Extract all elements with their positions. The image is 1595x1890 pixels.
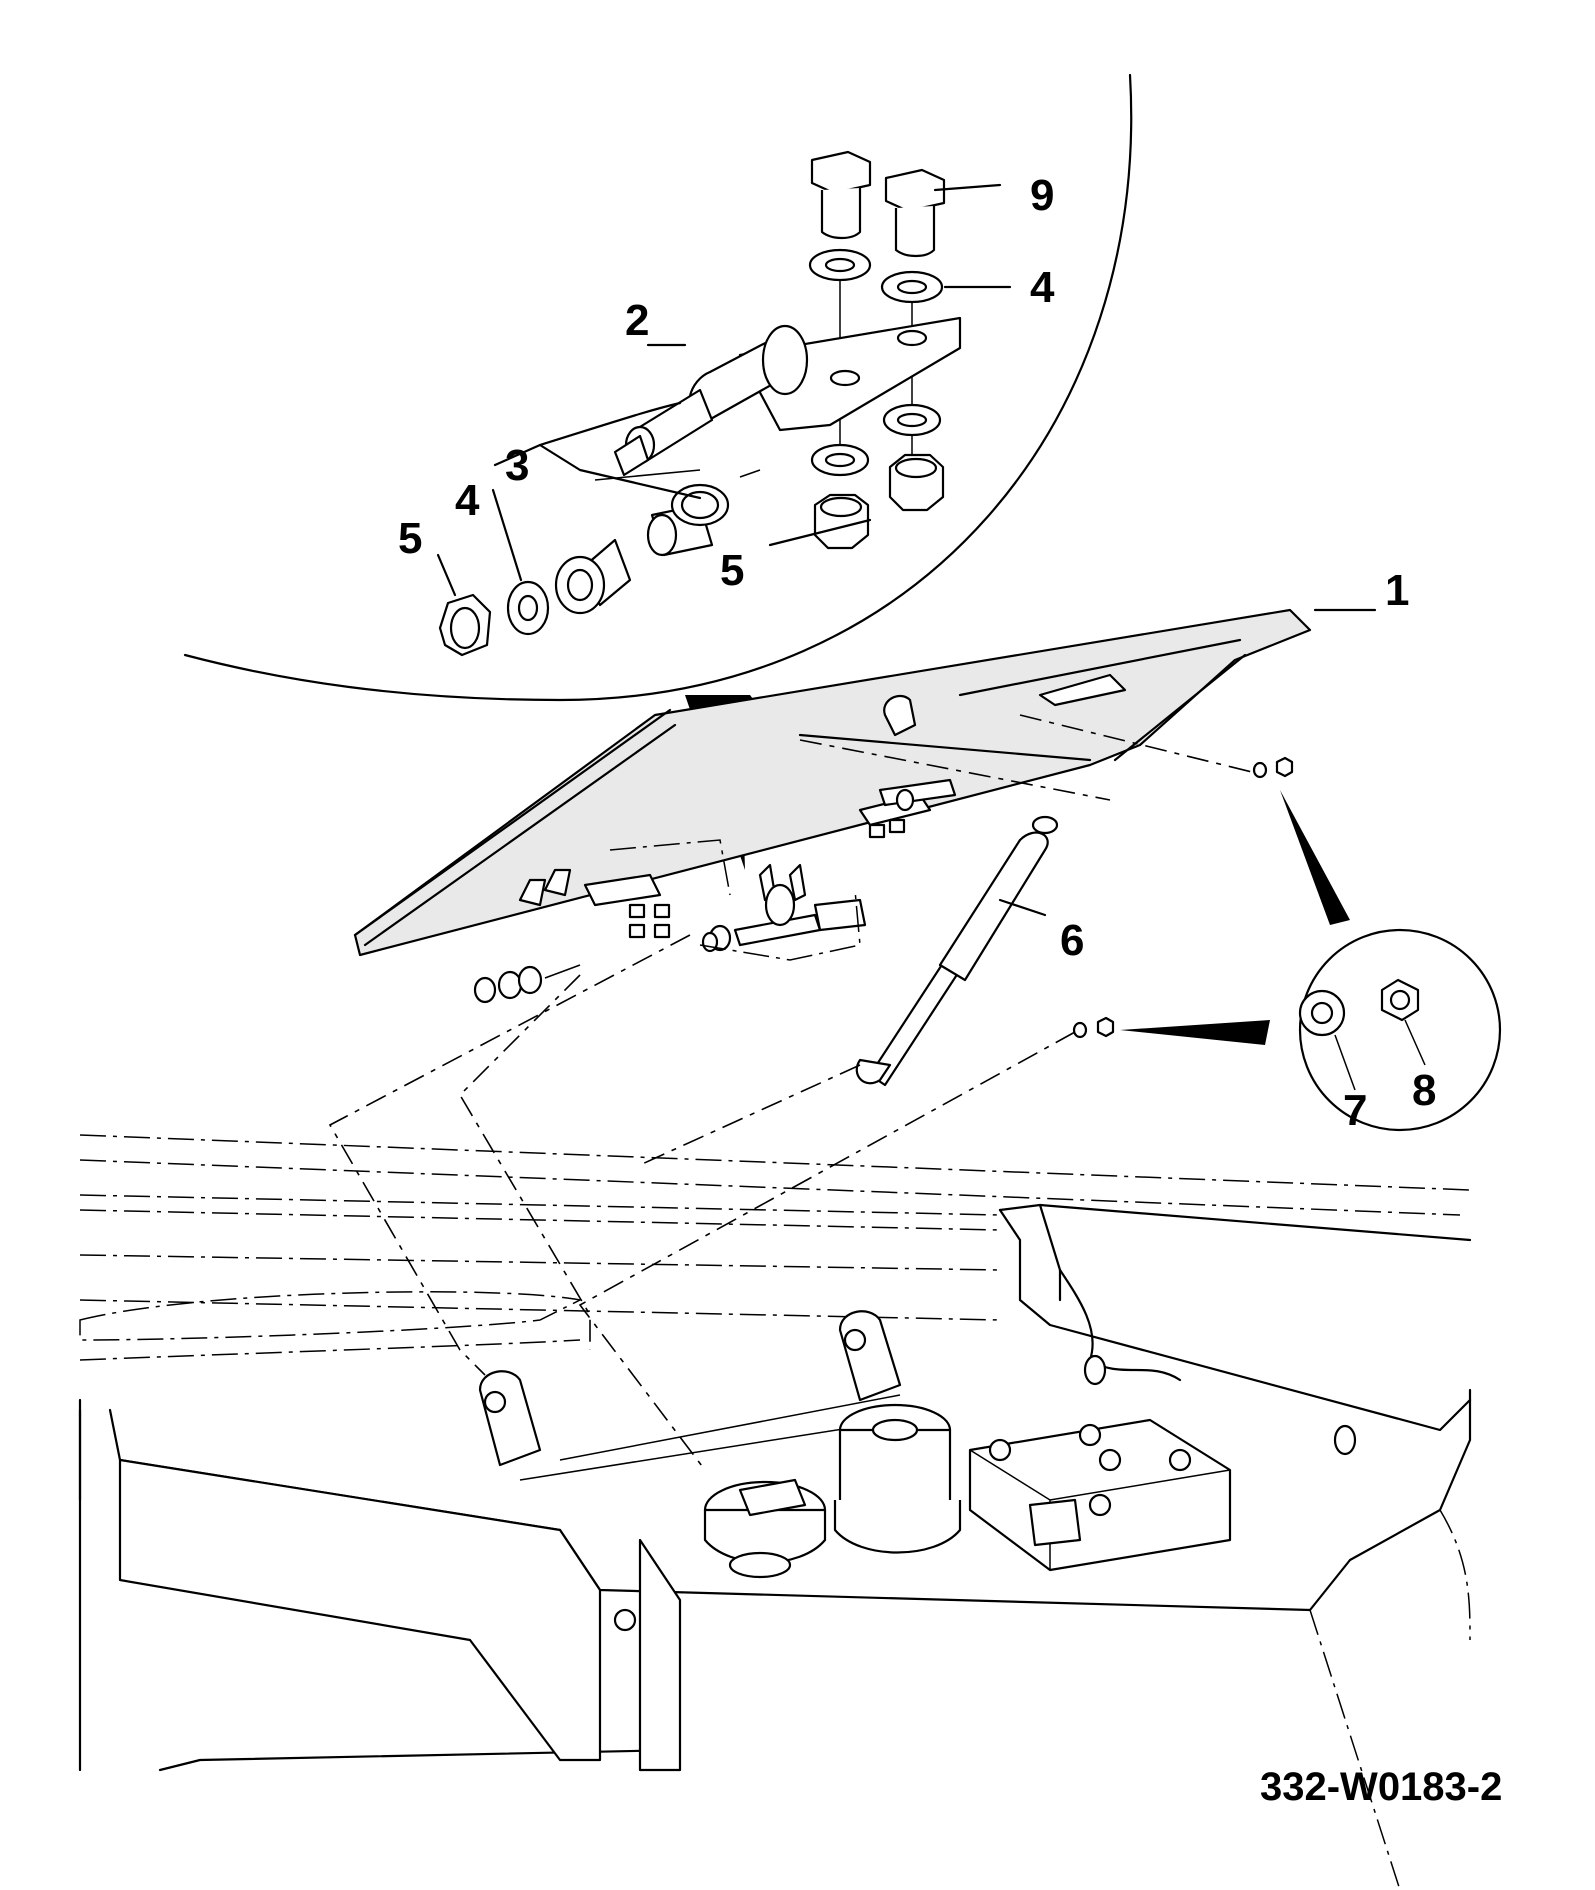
bushing-left bbox=[554, 538, 632, 615]
callout-2: 2 bbox=[625, 296, 649, 345]
callout-5-left: 5 bbox=[398, 514, 422, 563]
lock-nut-b bbox=[888, 453, 945, 512]
lock-nut-a bbox=[813, 493, 870, 550]
washer-left bbox=[506, 580, 550, 636]
bolt-right bbox=[884, 168, 946, 258]
leader-lines bbox=[436, 183, 1377, 917]
bushing-right bbox=[646, 483, 730, 557]
callout-8: 8 bbox=[1412, 1066, 1436, 1115]
hinge-pin bbox=[613, 316, 962, 477]
drawing-number: 332-W0183-2 bbox=[1260, 1765, 1502, 1809]
callout-4-left: 4 bbox=[455, 476, 480, 525]
callout-1: 1 bbox=[1385, 566, 1409, 615]
filter-canister bbox=[833, 1403, 962, 1554]
relay-box bbox=[968, 1418, 1232, 1572]
detail-view-washer-nut bbox=[1298, 928, 1502, 1132]
bolt-left bbox=[810, 150, 872, 240]
callout-9: 9 bbox=[1030, 171, 1054, 220]
fuel-cap bbox=[703, 1478, 827, 1579]
callout-5-right: 5 bbox=[720, 546, 744, 595]
callout-3: 3 bbox=[505, 441, 529, 490]
hinge-assembly-exploded bbox=[473, 778, 957, 1004]
vehicle-body bbox=[78, 1134, 1472, 1890]
gas-strut bbox=[855, 815, 1059, 1087]
callout-4-top: 4 bbox=[1030, 263, 1055, 312]
callout-6: 6 bbox=[1060, 916, 1084, 965]
lock-nut-left bbox=[438, 593, 492, 657]
callout-7: 7 bbox=[1343, 1086, 1367, 1135]
